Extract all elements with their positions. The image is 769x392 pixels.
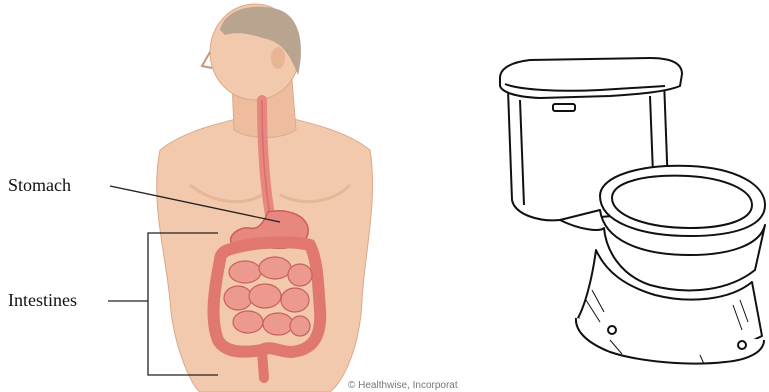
ear (271, 47, 285, 69)
rectum (262, 352, 264, 378)
small-intestine (224, 257, 312, 336)
bolt-cap-icon (608, 326, 616, 334)
copyright-credit: © Healthwise, Incorporat (348, 380, 458, 391)
toilet-line-drawing (500, 58, 765, 364)
human-torso-illustration (157, 4, 373, 392)
stomach-label: Stomach (8, 175, 71, 195)
flush-handle-icon (553, 104, 575, 111)
intestines-label: Intestines (8, 290, 77, 310)
toilet-tank-lid (500, 58, 682, 98)
bolt-cap-icon (738, 341, 746, 349)
